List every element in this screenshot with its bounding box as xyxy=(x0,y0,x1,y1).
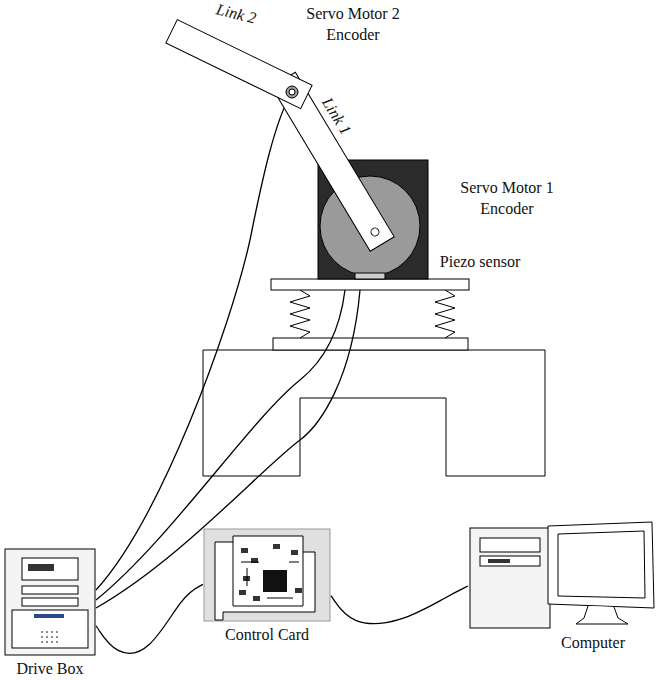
base-stand xyxy=(203,350,545,476)
spring xyxy=(290,290,455,338)
device-node: Control Card xyxy=(203,528,331,622)
card-icon xyxy=(203,528,331,622)
cable-connector xyxy=(331,586,468,624)
piezo-plate xyxy=(271,279,469,290)
part-label: Servo Motor 1 Encoder xyxy=(448,178,566,220)
link-bar xyxy=(166,20,312,109)
drive-icon xyxy=(4,548,96,656)
device-node: Computer xyxy=(468,520,658,630)
computer-icon xyxy=(468,520,658,630)
device-label: Control Card xyxy=(225,626,309,644)
device-label: Drive Box xyxy=(16,660,83,678)
device-label: Computer xyxy=(561,634,625,652)
link-label: Link 2 xyxy=(204,0,267,32)
part-label: Piezo sensor xyxy=(430,252,530,273)
pivot xyxy=(289,89,295,95)
cable-connector xyxy=(96,584,203,653)
lower-plate xyxy=(273,338,468,350)
piezo-sensor xyxy=(355,273,385,279)
servo-motor xyxy=(286,86,298,98)
part-label: Servo Motor 2 Encoder xyxy=(294,4,412,46)
device-node: Drive Box xyxy=(4,548,96,656)
